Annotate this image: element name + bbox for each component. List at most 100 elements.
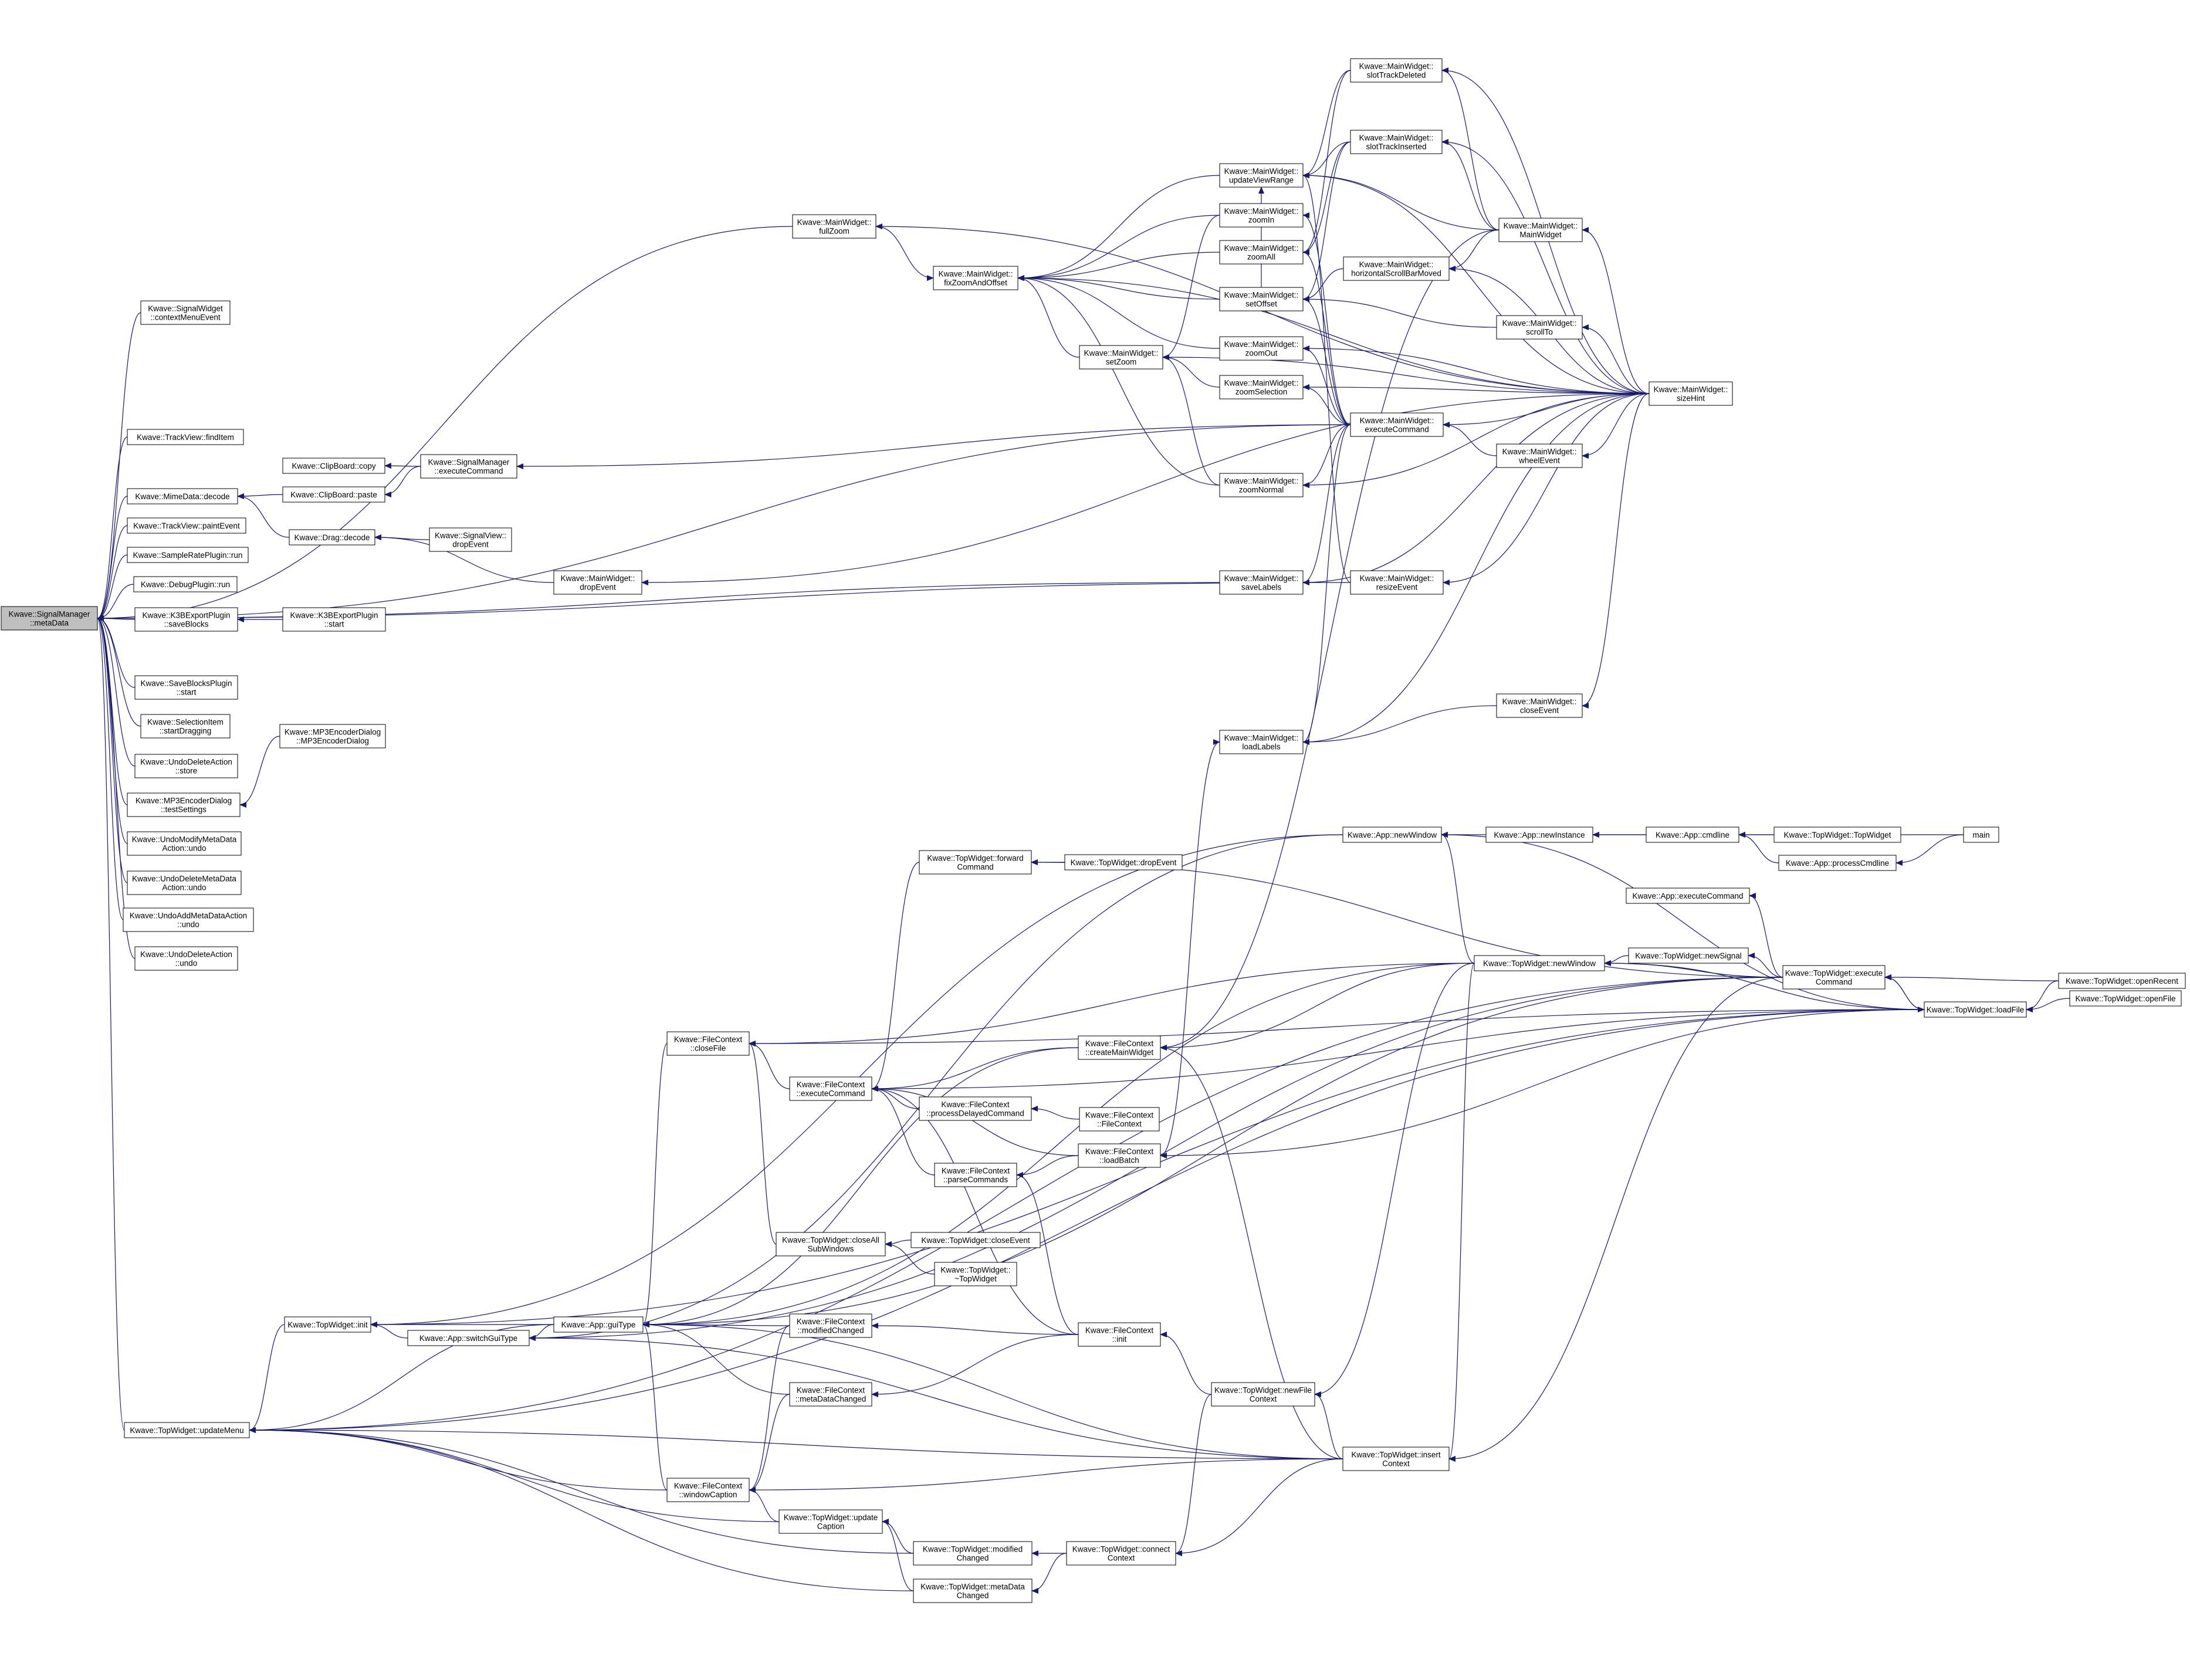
node-mw_trdel[interactable]: Kwave::MainWidget::slotTrackDeleted <box>1350 58 1443 83</box>
edge-fc_loadbatch-to-mw_loadlab <box>1160 739 1220 1156</box>
node-mw_fixzoom[interactable]: Kwave::MainWidget::fixZoomAndOffset <box>933 266 1018 290</box>
edge-mw_scroll-to-mw_setoff <box>1302 296 1497 328</box>
node-fc_mdch[interactable]: Kwave::FileContext::metaDataChanged <box>789 1382 872 1407</box>
node-tw_dtor[interactable]: Kwave::TopWidget::~TopWidget <box>934 1262 1017 1286</box>
node-label: Kwave::TopWidget::TopWidget <box>1783 831 1891 839</box>
node-drag_decode[interactable]: Kwave::Drag::decode <box>289 529 375 546</box>
node-sbp_start[interactable]: Kwave::SaveBlocksPlugin::start <box>134 675 238 700</box>
node-mw_zoomnorm[interactable]: Kwave::MainWidget::zoomNormal <box>1219 473 1304 497</box>
node-tw_exec[interactable]: Kwave::TopWidget::executeCommand <box>1782 965 1886 990</box>
node-fc_ctor[interactable]: Kwave::FileContext::FileContext <box>1079 1107 1160 1132</box>
node-mw_zoomin[interactable]: Kwave::MainWidget::zoomIn <box>1219 203 1304 228</box>
node-md_decode[interactable]: Kwave::MimeData::decode <box>127 488 238 504</box>
node-label: Kwave::App::newWindow <box>1348 831 1437 839</box>
node-tw_loadfile[interactable]: Kwave::TopWidget::loadFile <box>1924 1001 2027 1018</box>
node-tw_init[interactable]: Kwave::TopWidget::init <box>284 1316 371 1333</box>
node-k3b_start[interactable]: Kwave::K3BExportPlugin::start <box>282 607 386 632</box>
node-app_switch[interactable]: Kwave::App::switchGuiType <box>407 1330 530 1346</box>
node-mw_scroll[interactable]: Kwave::MainWidget::scrollTo <box>1496 315 1583 340</box>
node-tw_openfile[interactable]: Kwave::TopWidget::openFile <box>2069 990 2182 1007</box>
node-tv_find[interactable]: Kwave::TrackView::findItem <box>127 429 244 445</box>
node-uda_store[interactable]: Kwave::UndoDeleteAction::store <box>134 754 238 778</box>
node-mw_uvr[interactable]: Kwave::MainWidget::updateViewRange <box>1219 163 1304 188</box>
node-app_newinst[interactable]: Kwave::App::newInstance <box>1485 827 1593 843</box>
node-mw_ctor[interactable]: Kwave::MainWidget::MainWidget <box>1498 218 1583 242</box>
node-main[interactable]: main <box>1963 827 1999 843</box>
node-app_gui[interactable]: Kwave::App::guiType <box>553 1316 644 1333</box>
node-tv_paint[interactable]: Kwave::TrackView::paintEvent <box>127 517 246 534</box>
node-box <box>407 1330 530 1346</box>
node-tw_closeev[interactable]: Kwave::TopWidget::closeEvent <box>910 1232 1041 1248</box>
node-app_proc[interactable]: Kwave::App::processCmdline <box>1778 855 1897 871</box>
node-fc_init[interactable]: Kwave::FileContext::init <box>1078 1322 1161 1347</box>
node-mw_zoomsel[interactable]: Kwave::MainWidget::zoomSelection <box>1219 375 1304 399</box>
node-mp3_test[interactable]: Kwave::MP3EncoderDialog::testSettings <box>127 792 241 817</box>
node-fc_close[interactable]: Kwave::FileContext::closeFile <box>666 1031 750 1056</box>
node-mw_setzoom[interactable]: Kwave::MainWidget::setZoom <box>1079 345 1163 370</box>
node-fc_parse[interactable]: Kwave::FileContext::parseCommands <box>934 1163 1017 1187</box>
node-sm_exec[interactable]: Kwave::SignalManager::executeCommand <box>420 454 517 479</box>
node-cb_copy[interactable]: Kwave::ClipBoard::copy <box>282 458 385 474</box>
node-mw_hscroll[interactable]: Kwave::MainWidget::horizontalScrollBarMo… <box>1343 256 1450 281</box>
node-mw_closeev[interactable]: Kwave::MainWidget::closeEvent <box>1496 693 1583 718</box>
node-mw_zoomall[interactable]: Kwave::MainWidget::zoomAll <box>1219 240 1304 265</box>
node-k3b_save[interactable]: Kwave::K3BExportPlugin::saveBlocks <box>134 607 238 632</box>
edge-tw_closeev-to-tw_closeall <box>885 1239 912 1247</box>
node-fc_loadbatch[interactable]: Kwave::FileContext::loadBatch <box>1078 1143 1161 1168</box>
node-cb_paste[interactable]: Kwave::ClipBoard::paste <box>282 486 385 503</box>
node-fc_modch[interactable]: Kwave::FileContext::modifiedChanged <box>789 1313 872 1338</box>
node-fc_create[interactable]: Kwave::FileContext::createMainWidget <box>1078 1035 1161 1060</box>
node-sel_drag[interactable]: Kwave::SelectionItem::startDragging <box>140 714 231 739</box>
node-box <box>1219 473 1304 497</box>
node-tw_fwddrop[interactable]: Kwave::TopWidget::dropEvent <box>1064 854 1183 871</box>
node-label: Kwave::TopWidget::init <box>287 1320 368 1329</box>
node-mw_trins[interactable]: Kwave::MainWidget::slotTrackInserted <box>1350 130 1443 154</box>
node-srp_run[interactable]: Kwave::SampleRatePlugin::run <box>127 547 249 563</box>
node-mw_setoff[interactable]: Kwave::MainWidget::setOffset <box>1219 287 1304 311</box>
node-tw_recent[interactable]: Kwave::TopWidget::openRecent <box>2058 973 2186 989</box>
node-uda_undo[interactable]: Kwave::UndoDeleteAction::undo <box>134 946 238 971</box>
node-box <box>1219 287 1304 311</box>
node-dbg_run[interactable]: Kwave::DebugPlugin::run <box>133 576 238 592</box>
node-fc_pdc[interactable]: Kwave::FileContext::processDelayedComman… <box>919 1096 1032 1121</box>
edge-tw_dtor-to-tw_closeall <box>885 1241 935 1275</box>
node-fc_exec[interactable]: Kwave::FileContext::executeCommand <box>789 1076 872 1101</box>
node-tw_ctor[interactable]: Kwave::TopWidget::TopWidget <box>1773 827 1901 843</box>
node-mw_savelab[interactable]: Kwave::MainWidget::saveLabels <box>1219 570 1304 595</box>
node-tw_updmenu[interactable]: Kwave::TopWidget::updateMenu <box>124 1422 250 1438</box>
node-root[interactable]: Kwave::SignalManager::metaData <box>1 606 98 631</box>
node-fc_wincap[interactable]: Kwave::FileContext::windowCaption <box>666 1478 750 1502</box>
node-mp3_ctor[interactable]: Kwave::MP3EncoderDialog::MP3EncoderDialo… <box>279 724 386 748</box>
node-box <box>140 300 231 325</box>
node-mw_drop[interactable]: Kwave::MainWidget::dropEvent <box>553 570 642 595</box>
node-uam_undo[interactable]: Kwave::UndoAddMetaDataAction::undo <box>123 907 254 932</box>
node-mw_resize[interactable]: Kwave::MainWidget::resizeEvent <box>1350 570 1444 595</box>
node-tw_mdch[interactable]: Kwave::TopWidget::metaDataChanged <box>913 1579 1033 1603</box>
node-label: Changed <box>957 1554 989 1563</box>
node-sv_drop[interactable]: Kwave::SignalView::dropEvent <box>429 527 512 552</box>
node-label: Kwave::MainWidget:: <box>1359 134 1434 143</box>
node-mw_exec[interactable]: Kwave::MainWidget::executeCommand <box>1350 412 1444 437</box>
node-app_cmdline[interactable]: Kwave::App::cmdline <box>1646 827 1739 843</box>
node-tw_modch[interactable]: Kwave::TopWidget::modifiedChanged <box>913 1541 1033 1566</box>
node-mw_sizehint[interactable]: Kwave::MainWidget::sizeHint <box>1649 381 1733 406</box>
node-tw_newsig[interactable]: Kwave::TopWidget::newSignal <box>1628 947 1749 964</box>
node-mw_zoomout[interactable]: Kwave::MainWidget::zoomOut <box>1219 336 1304 361</box>
node-mw_loadlab[interactable]: Kwave::MainWidget::loadLabels <box>1219 730 1304 754</box>
node-app_newwin[interactable]: Kwave::App::newWindow <box>1342 827 1442 843</box>
node-sw_ctx[interactable]: Kwave::SignalWidget::contextMenuEvent <box>140 300 231 325</box>
node-mw_wheel[interactable]: Kwave::MainWidget::wheelEvent <box>1496 443 1583 468</box>
node-box <box>1496 443 1583 468</box>
node-label: ::testSettings <box>161 805 207 814</box>
node-tw_newwin[interactable]: Kwave::TopWidget::newWindow <box>1474 955 1605 971</box>
node-app_exec[interactable]: Kwave::App::executeCommand <box>1626 888 1750 904</box>
node-mw_full[interactable]: Kwave::MainWidget::fullZoom <box>792 214 876 239</box>
